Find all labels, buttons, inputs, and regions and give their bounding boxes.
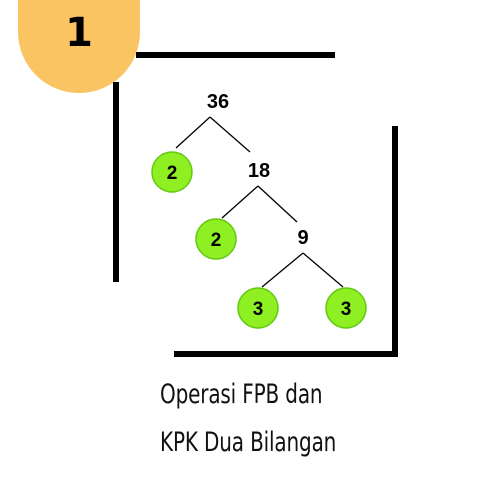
prime-node-2b: 2 <box>195 218 237 260</box>
caption-line-1: Operasi FPB dan <box>160 379 323 410</box>
prime-node-label: 2 <box>211 230 222 251</box>
prime-node-3a: 3 <box>237 287 279 329</box>
badge-number: 1 <box>65 10 93 56</box>
prime-node-circle <box>195 218 237 260</box>
prime-node-circle <box>325 287 367 329</box>
node-composite-18: 18 <box>248 160 270 182</box>
prime-node-2a: 2 <box>151 151 193 193</box>
prime-node-label: 3 <box>341 299 352 320</box>
number-badge: 1 <box>18 0 140 93</box>
branch-9-3a <box>261 252 304 288</box>
branch-9-3b <box>302 252 344 288</box>
prime-node-3b: 3 <box>325 287 367 329</box>
branch-36-2 <box>175 116 211 149</box>
caption-line-2: KPK Dua Bilangan <box>160 427 337 458</box>
prime-node-circle <box>151 151 193 193</box>
branch-18-2 <box>221 185 259 219</box>
node-root-36: 36 <box>207 91 229 113</box>
prime-node-circle <box>237 287 279 329</box>
prime-node-label: 3 <box>253 299 264 320</box>
branch-18-9 <box>257 185 298 223</box>
branch-36-18 <box>209 116 251 153</box>
prime-node-label: 2 <box>167 163 178 184</box>
node-composite-9: 9 <box>297 227 308 249</box>
